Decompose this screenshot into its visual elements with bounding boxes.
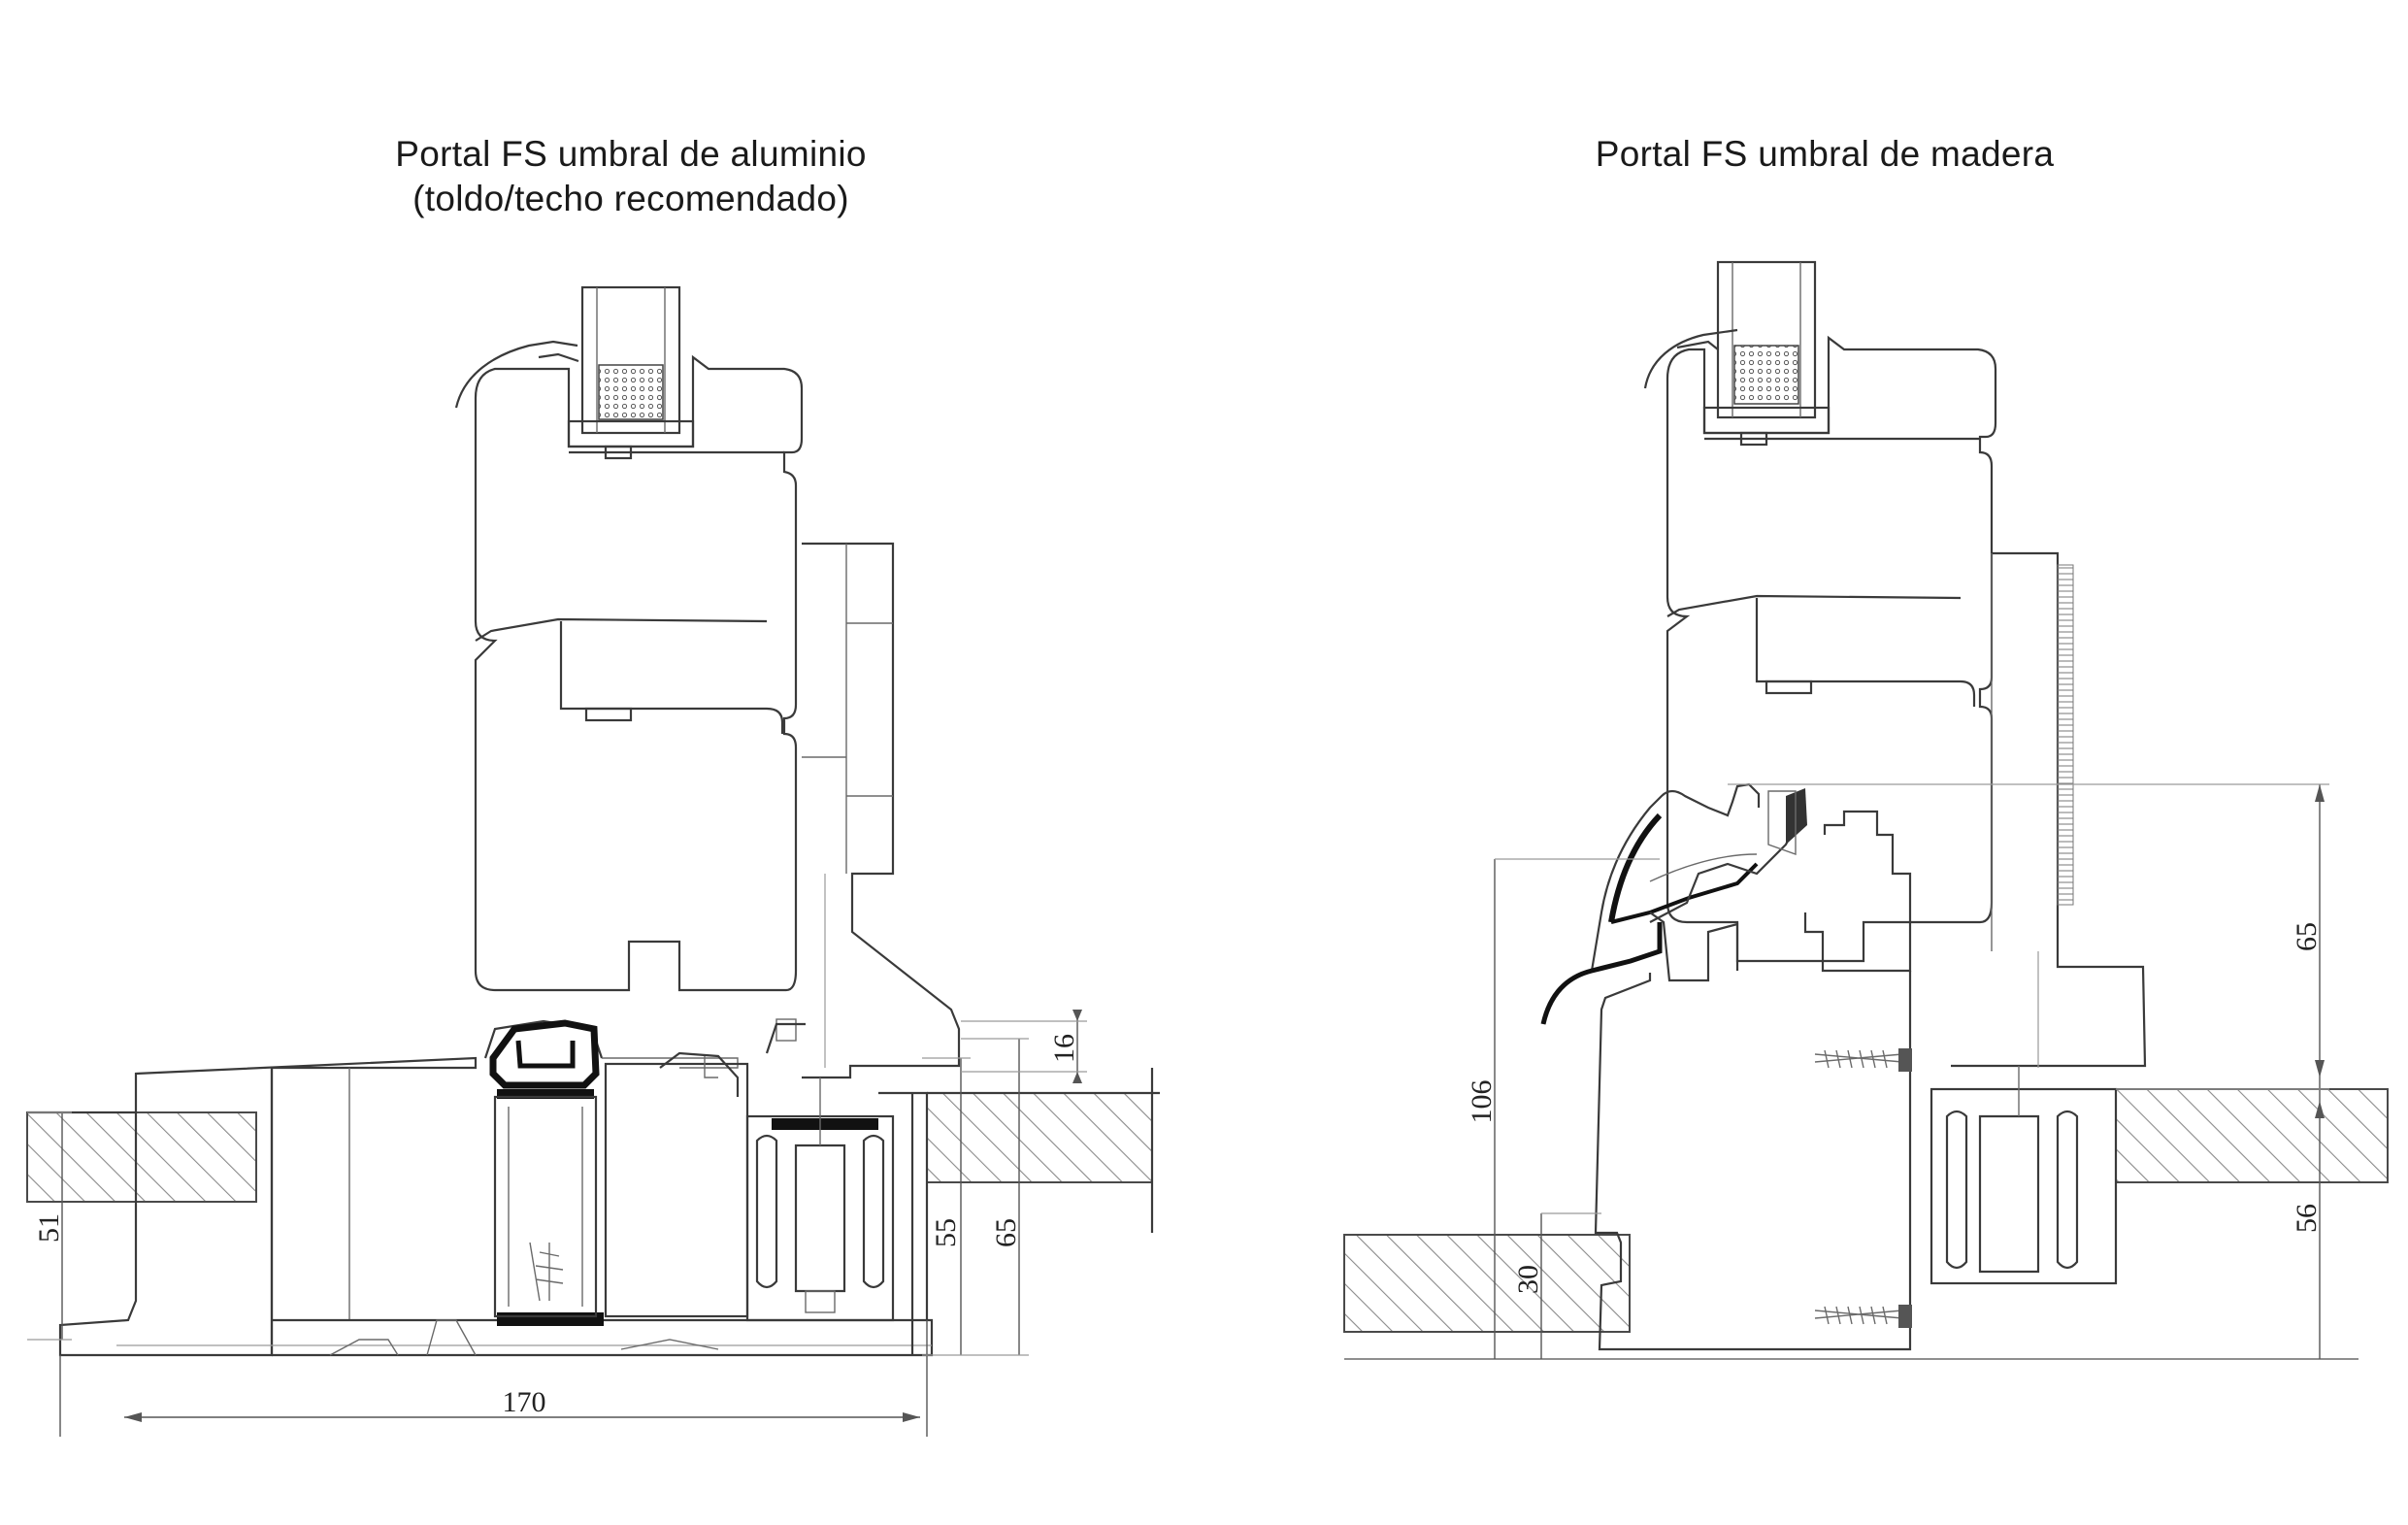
- dim-height-106: 106: [1466, 1080, 1498, 1124]
- threshold-chambers: [329, 1077, 929, 1356]
- floor-slab-left: [26, 1068, 1160, 1233]
- floor-slab-right: [1343, 1088, 2389, 1360]
- dim-height-65-right: 65: [2291, 922, 2323, 951]
- title-wood-threshold: Portal FS umbral de madera: [1595, 134, 2055, 174]
- sash-frame: [474, 354, 804, 992]
- glazing-unit: [454, 285, 695, 460]
- dim-height-65-left: 65: [990, 1218, 1022, 1247]
- outer-rail-right: [1951, 551, 2147, 1068]
- dimensions-right: [1494, 783, 2329, 1359]
- wood-threshold: [1540, 782, 1912, 1351]
- title-aluminium-threshold: Portal FS umbral de aluminio (toldo/tech…: [243, 132, 1019, 221]
- gasket-profile: [489, 1019, 878, 1326]
- title-left-line2: (toldo/techo recomendado): [412, 179, 849, 218]
- drain-channel-right: [1930, 1066, 2118, 1285]
- title-left-line1: Portal FS umbral de aluminio: [395, 134, 867, 174]
- glazing-unit-right: [1643, 260, 1831, 447]
- dim-height-56: 56: [2291, 1204, 2323, 1233]
- section-wood-threshold: [1343, 260, 2389, 1360]
- outer-rail: [775, 542, 961, 1079]
- dim-height-30: 30: [1512, 1265, 1544, 1294]
- dimensions-left: [27, 1010, 1087, 1437]
- section-aluminium-threshold: [26, 285, 1160, 1437]
- dim-height-16: 16: [1048, 1034, 1080, 1063]
- sash-frame-right: [1666, 335, 1997, 963]
- screws: [1814, 1048, 1912, 1328]
- dim-height-51: 51: [33, 1213, 65, 1243]
- dim-width-170: 170: [503, 1386, 546, 1418]
- dim-height-55: 55: [930, 1218, 962, 1247]
